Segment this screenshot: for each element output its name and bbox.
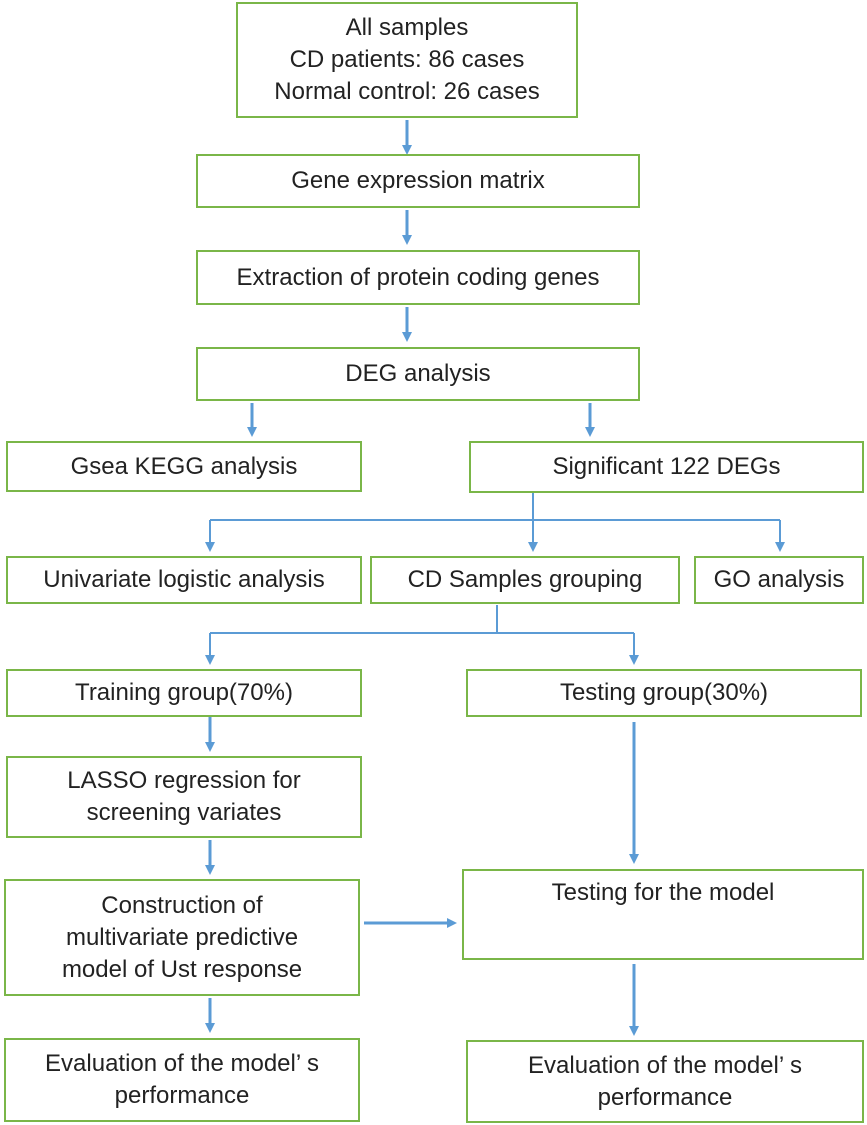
node-testing-label: Testing group(30%) bbox=[559, 679, 769, 706]
node-grouping-label: CD Samples grouping bbox=[407, 566, 643, 593]
node-lasso: LASSO regression for screening variates bbox=[6, 756, 362, 838]
node-eval-right: Evaluation of the model’ s performance bbox=[466, 1040, 864, 1123]
node-sig-degs-label: Significant 122 DEGs bbox=[552, 453, 781, 480]
node-eval-right-line: performance bbox=[597, 1083, 733, 1111]
node-all-samples: All samples CD patients: 86 cases Normal… bbox=[236, 2, 578, 118]
node-construction-line: model of Ust response bbox=[61, 955, 303, 983]
node-all-samples-line: CD patients: 86 cases bbox=[289, 46, 525, 73]
node-training-label: Training group(70%) bbox=[75, 679, 293, 706]
node-training: Training group(70%) bbox=[6, 669, 362, 717]
node-gsea: Gsea KEGG analysis bbox=[6, 441, 362, 492]
node-construction-line: Construction of bbox=[101, 891, 263, 919]
node-go: GO analysis bbox=[694, 556, 864, 604]
node-lasso-line: screening variates bbox=[86, 799, 282, 826]
node-gene-matrix-label: Gene expression matrix bbox=[291, 167, 545, 194]
node-sig-degs: Significant 122 DEGs bbox=[469, 441, 864, 493]
node-construction-line: multivariate predictive bbox=[65, 923, 299, 951]
node-lasso-line: LASSO regression for bbox=[67, 767, 301, 794]
node-go-label: GO analysis bbox=[713, 566, 845, 593]
node-gsea-label: Gsea KEGG analysis bbox=[70, 452, 298, 480]
node-gene-matrix: Gene expression matrix bbox=[196, 154, 640, 208]
node-univariate-label: Univariate logistic analysis bbox=[43, 566, 325, 593]
node-extraction: Extraction of protein coding genes bbox=[196, 250, 640, 305]
node-testing-model: Testing for the model bbox=[462, 869, 864, 960]
node-deg: DEG analysis bbox=[196, 347, 640, 401]
node-testing: Testing group(30%) bbox=[466, 669, 862, 717]
node-eval-left: Evaluation of the model’ s performance bbox=[4, 1038, 360, 1122]
node-eval-left-line: Evaluation of the model’ s bbox=[45, 1050, 319, 1077]
node-univariate: Univariate logistic analysis bbox=[6, 556, 362, 604]
node-construction: Construction of multivariate predictive … bbox=[4, 879, 360, 996]
node-extraction-label: Extraction of protein coding genes bbox=[236, 263, 600, 291]
node-testing-model-label: Testing for the model bbox=[551, 879, 775, 906]
node-all-samples-line: All samples bbox=[345, 14, 469, 41]
node-eval-left-line: performance bbox=[114, 1082, 250, 1109]
node-grouping: CD Samples grouping bbox=[370, 556, 680, 604]
node-all-samples-line: Normal control: 26 cases bbox=[274, 78, 540, 105]
node-eval-right-line: Evaluation of the model’ s bbox=[528, 1051, 802, 1079]
node-deg-label: DEG analysis bbox=[345, 360, 491, 387]
